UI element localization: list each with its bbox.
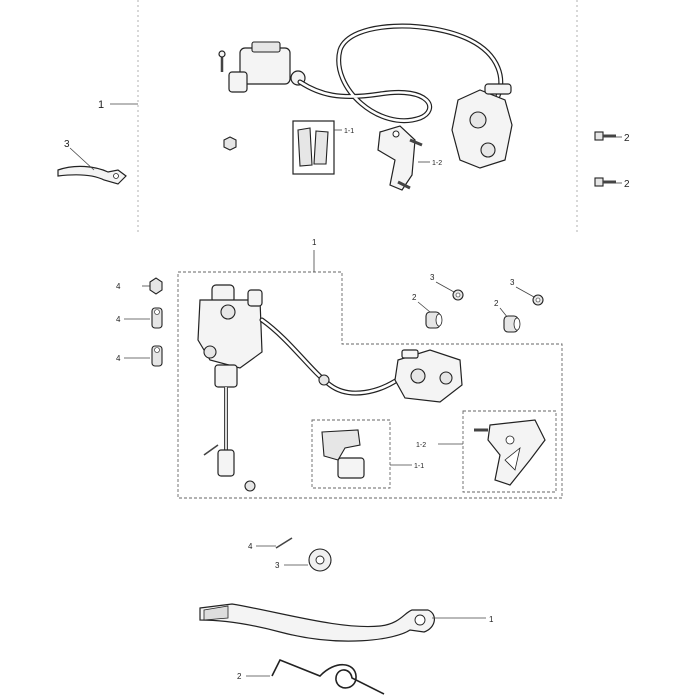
pedal-spring-label: 2 <box>237 672 242 681</box>
front-bolt-upper-label: 2 <box>624 133 630 144</box>
front-bolt-upper: 2 <box>594 131 630 144</box>
rear-bracket-label: 1-2 <box>416 442 426 449</box>
front-brake-hose <box>297 23 504 124</box>
rear-brake-group: 1 3 <box>116 238 563 499</box>
rear-pads-label: 1-1 <box>414 463 424 470</box>
rear-collar-right: 2 <box>494 299 521 333</box>
front-pad-box: 1-1 <box>292 120 354 175</box>
front-bolt-lower-label: 2 <box>624 179 630 190</box>
rear-collar-right-label: 2 <box>494 299 499 308</box>
rear-bracket-box: 1-2 <box>416 410 557 493</box>
rear-bolt-4-lower: 4 <box>116 345 163 367</box>
front-pads-label: 1-1 <box>344 128 354 135</box>
brake-pedal-group: 4 3 1 2 <box>199 537 494 695</box>
pedal-label: 1 <box>489 615 494 624</box>
rear-bolt-4-upper-label: 4 <box>116 315 121 324</box>
rear-master-cylinder <box>197 284 263 492</box>
rear-main-label: 1 <box>312 238 317 247</box>
front-bolt-lower: 2 <box>594 177 630 190</box>
rear-bolt-left: 3 <box>430 273 464 301</box>
rear-nut-top <box>142 277 163 295</box>
rear-bolt-left-label: 3 <box>430 273 435 282</box>
pedal-washer-label: 3 <box>275 561 280 570</box>
front-small-nut <box>223 136 237 151</box>
front-caliper <box>451 83 513 169</box>
rear-collar-left-label: 2 <box>412 293 417 302</box>
rear-pad-box: 1-1 <box>311 419 424 489</box>
rear-assembly-outline <box>177 271 563 499</box>
rear-bolt-right: 3 <box>510 278 544 306</box>
front-main-label: 1 <box>98 99 104 111</box>
rear-bolt-right-label: 3 <box>510 278 515 287</box>
front-lever-label: 3 <box>64 139 70 150</box>
pedal-washer: 3 <box>275 548 332 572</box>
rear-collar-left: 2 <box>412 293 443 329</box>
pedal-pin: 4 <box>248 537 293 551</box>
rear-bolt-4-upper: 4 <box>116 307 163 329</box>
front-brake-group: 1-1 1-2 1 3 2 <box>57 0 630 232</box>
rear-brake-hose <box>259 317 403 396</box>
front-caliper-bracket: 1-2 <box>377 125 442 191</box>
pedal-pin-label: 4 <box>248 542 253 551</box>
rear-bolt-4-lower-label: 4 <box>116 354 121 363</box>
front-bracket-label: 1-2 <box>432 160 442 167</box>
rear-caliper <box>394 349 463 403</box>
pedal-spring: 2 <box>237 658 385 695</box>
rear-nut-label: 4 <box>116 282 121 291</box>
brake-pedal: 1 <box>199 603 494 642</box>
front-master-cylinder <box>218 41 306 93</box>
front-brake-lever: 3 <box>57 139 127 185</box>
